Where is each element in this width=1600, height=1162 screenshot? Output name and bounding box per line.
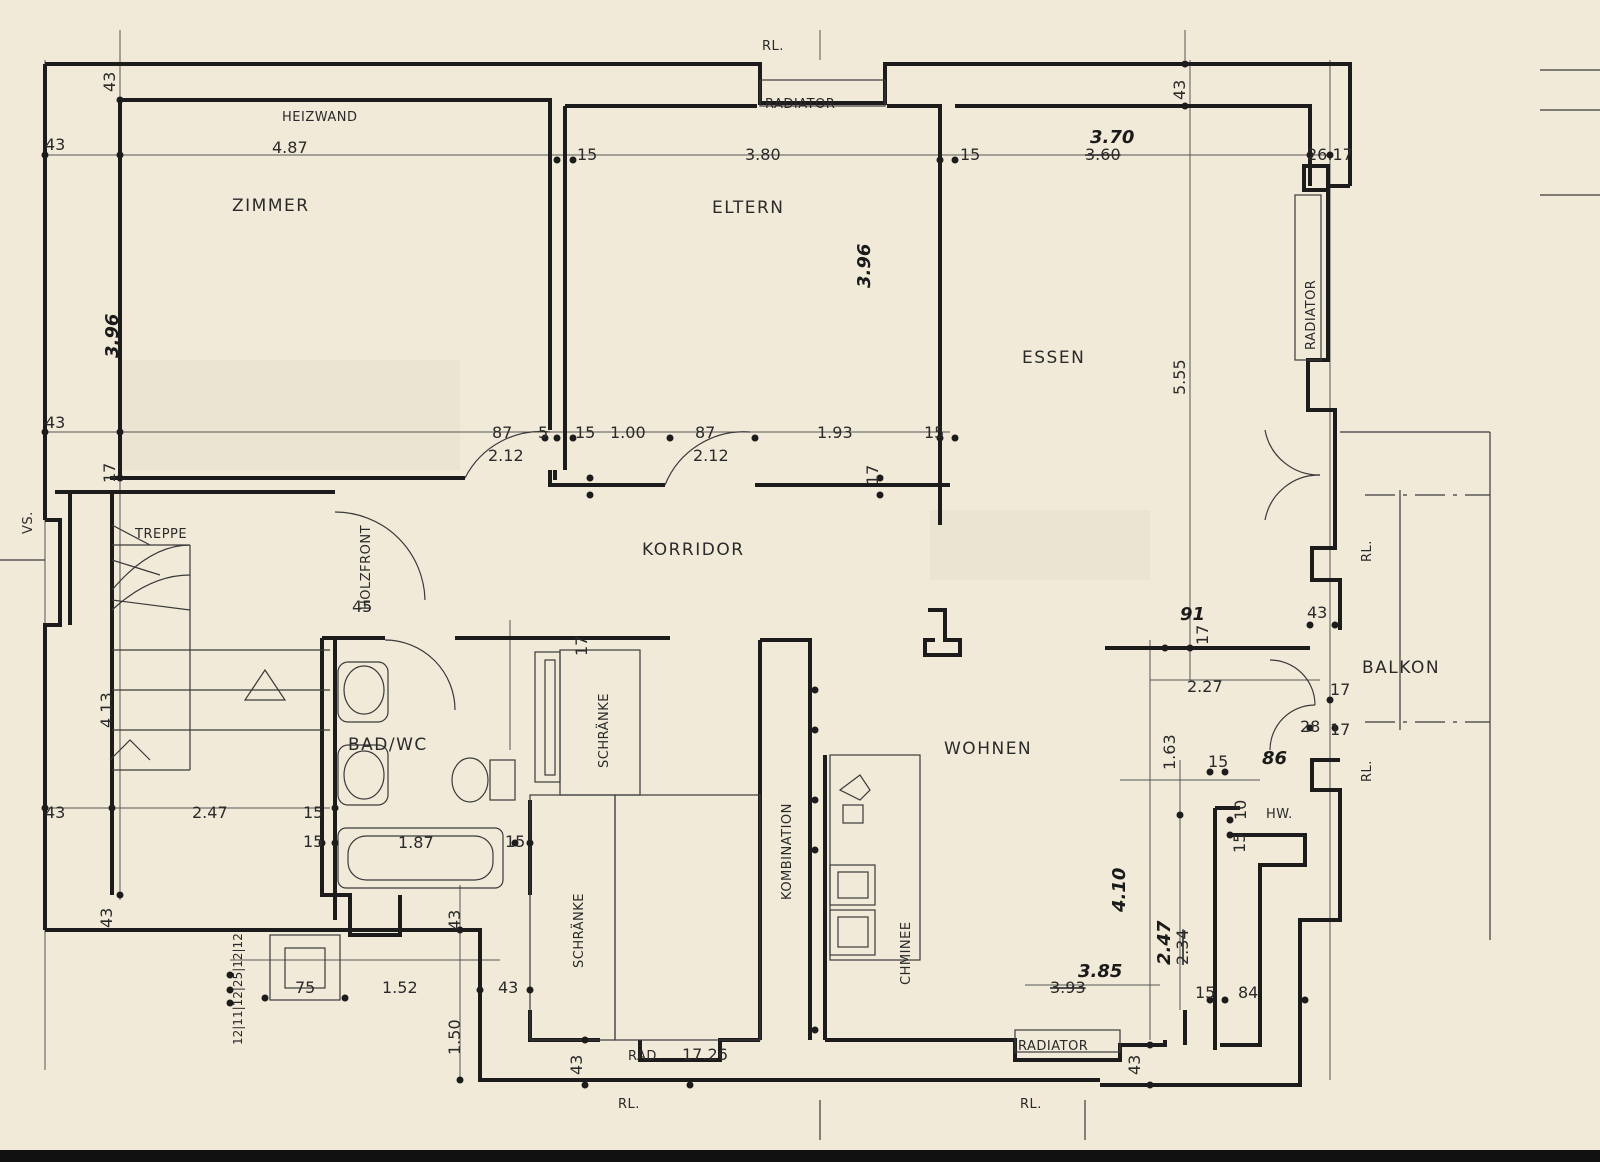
room-label-korridor: KORRIDOR [642, 540, 745, 560]
dim-385: 3.85 [1078, 961, 1122, 982]
dim-15: 15 [577, 145, 597, 164]
label-schraenke-2: SCHRÄNKE [571, 893, 587, 968]
dim-17: 17 [572, 636, 591, 656]
dim-43: 43 [45, 803, 65, 822]
dim-100: 1.00 [610, 423, 646, 442]
scan-edge [0, 1150, 1600, 1162]
dim-152: 1.52 [382, 978, 418, 997]
dim-17: 17 [1330, 720, 1350, 739]
label-rl-right-2: RL. [1360, 760, 1375, 782]
dim-163: 1.63 [1160, 734, 1179, 770]
dim-2617: 26.17 [1307, 145, 1353, 164]
dim-5: 5 [538, 423, 548, 442]
dim-212: 2.12 [488, 446, 524, 465]
dim-413: 4.13 [97, 692, 116, 728]
dim-370-old: 3.60 [1085, 145, 1121, 164]
label-chminee: CHMINEE [899, 921, 914, 985]
dim-17: 17 [863, 465, 882, 485]
room-label-bad-wc: BAD/WC [348, 735, 428, 755]
dim-84: 84 [1238, 983, 1258, 1002]
dim-212: 2.12 [693, 446, 729, 465]
label-hw: HW. [1266, 807, 1293, 822]
dim-75: 75 [295, 978, 315, 997]
dim-45: 45 [352, 597, 372, 616]
dim-17: 17 [100, 463, 119, 483]
room-label-treppe: TREPPE [134, 527, 187, 542]
dim-43: 43 [45, 413, 65, 432]
door-swings [334, 429, 1321, 751]
label-rl-right-1: RL. [1360, 540, 1375, 562]
dim-43: 43 [97, 908, 116, 928]
dim-87: 87 [695, 423, 715, 442]
dim-15: 15 [505, 832, 525, 851]
dim-43: 43 [1125, 1055, 1144, 1075]
dim-15: 15 [924, 423, 944, 442]
label-radiator-right: RADIATOR [1304, 280, 1319, 350]
dim-247b-old: 2.34 [1173, 929, 1192, 965]
dim-385-old: 3.93 [1050, 978, 1086, 997]
dim-43: 43 [1307, 603, 1327, 622]
label-kombination: KOMBINATION [780, 803, 795, 900]
fixtures-outlines [0, 69, 1600, 1140]
dim-150: 1.50 [445, 1019, 464, 1055]
dim-43: 43 [567, 1055, 586, 1075]
dim-555: 5.55 [1170, 359, 1189, 395]
dim-43: 43 [498, 978, 518, 997]
dim-15: 15 [960, 145, 980, 164]
dim-43: 43 [1170, 80, 1189, 100]
dim-370: 3.70 [1090, 127, 1134, 148]
dim-487: 4.87 [272, 138, 308, 157]
dim-15: 15 [1230, 833, 1249, 853]
dim-15: 15 [303, 832, 323, 851]
label-holzfront: HOLZFRONT [359, 525, 374, 610]
dim-1726: 17.26 [682, 1045, 728, 1064]
stair-treads [109, 524, 330, 771]
dim-15: 15 [575, 423, 595, 442]
dim-43: 43 [45, 135, 65, 154]
dimension-labels: 43 43 43 43 43 4.87 3.80 3.70 3.60 15 15… [45, 127, 1353, 1064]
dim-247: 2.47 [192, 803, 228, 822]
dimension-dots [41, 60, 1339, 1089]
label-radiator-top: RADIATOR [765, 97, 835, 112]
dim-86: 86 [1262, 748, 1287, 769]
dim-87: 87 [492, 423, 512, 442]
label-rl-bottom-2: RL. [1020, 1097, 1042, 1112]
room-label-balkon: BALKON [1362, 658, 1440, 678]
dim-193: 1.93 [817, 423, 853, 442]
dim-17: 17 [1193, 625, 1212, 645]
room-label-zimmer: ZIMMER [232, 196, 310, 216]
dim-43: 43 [445, 910, 464, 930]
dim-left-stack: 12|11|12|25|12|12 [231, 933, 245, 1045]
dimension-labels-vertical: 43 43 43 43 43 43 3.96 3.96 5.55 17 17 1… [97, 72, 1250, 1075]
dim-396: 3.96 [854, 244, 875, 288]
dim-15: 15 [1195, 983, 1215, 1002]
label-vs: VS. [21, 511, 36, 534]
dim-187: 1.87 [398, 833, 434, 852]
label-rl-bottom-1: RL. [618, 1097, 640, 1112]
paper-patch [930, 510, 1150, 580]
label-radiator-bottom: RADIATOR [1018, 1039, 1088, 1054]
dim-396: 3.96 [102, 314, 123, 358]
dim-15: 15 [303, 803, 323, 822]
dim-43: 43 [100, 72, 119, 92]
dim-17: 17 [1330, 680, 1350, 699]
room-label-wohnen: WOHNEN [944, 739, 1032, 759]
label-heizwand: HEIZWAND [282, 110, 358, 125]
room-label-eltern: ELTERN [712, 198, 785, 218]
room-label-essen: ESSEN [1022, 348, 1085, 368]
paper-patch [120, 360, 460, 470]
dim-10: 10 [1231, 800, 1250, 820]
dim-91: 91 [1180, 604, 1205, 625]
dim-247b: 2.47 [1154, 920, 1175, 965]
dim-380: 3.80 [745, 145, 781, 164]
label-rad: RAD. [628, 1049, 662, 1064]
dim-410: 4.10 [1109, 868, 1130, 913]
dim-227: 2.27 [1187, 677, 1223, 696]
label-rl-top: RL. [762, 39, 784, 54]
dim-28: 28 [1300, 717, 1320, 736]
label-schraenke-1: SCHRÄNKE [596, 693, 612, 768]
dim-15: 15 [1208, 752, 1228, 771]
